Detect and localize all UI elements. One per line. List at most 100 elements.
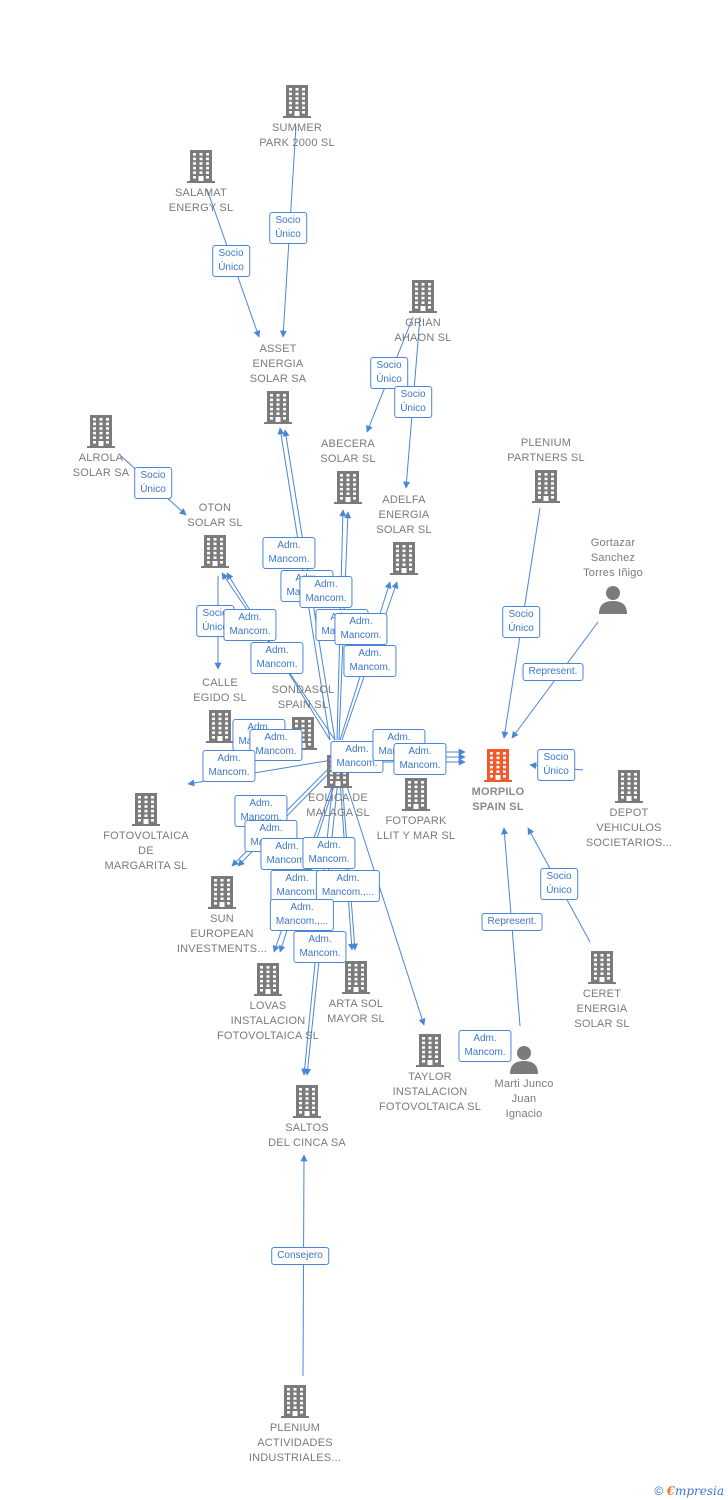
building-icon [333,470,363,504]
edge-label-adm-22[interactable]: Adm. Mancom. [293,931,347,963]
edge-label-adm-10[interactable]: Adm. Mancom. [249,729,303,761]
node-label: ALROLA SOLAR SA [72,452,130,479]
building-icon [292,1084,322,1118]
node-asset[interactable]: ASSET ENERGIA SOLAR SA [208,342,348,424]
edge-label-socio-summer[interactable]: Socio Único [269,212,307,244]
building-icon [483,748,513,782]
node-saltos[interactable]: SALTOS DEL CINCA SA [237,1084,377,1151]
node-label: CALLE EGIDO SL [193,677,247,704]
node-arta[interactable]: ARTA SOL MAYOR SL [286,960,426,1027]
building-icon [341,960,371,994]
building-icon [614,769,644,803]
edge-label-adm-11[interactable]: Adm. Mancom. [202,750,256,782]
node-label: ABECERA SOLAR SL [320,438,376,465]
edge-label-adm-8[interactable]: Adm. Mancom. [343,645,397,677]
node-label: PLENIUM PARTNERS SL [507,437,585,464]
edge-label-socio-plenium[interactable]: Socio Único [502,606,540,638]
building-icon [389,541,419,575]
node-label: ASSET ENERGIA SOLAR SA [249,343,307,385]
node-label: TAYLOR INSTALACION FOTOVOLTAICA SL [378,1071,482,1113]
edge-label-socio-depot[interactable]: Socio Único [537,749,575,781]
node-label: EOLICA DE MALAGA SL [306,792,370,819]
node-depot[interactable]: DEPOT VEHICULOS SOCIETARIOS... [559,769,699,851]
edge-label-socio-grian2[interactable]: Socio Único [394,386,432,418]
edge-label-represent-gortazar[interactable]: Represent. [522,663,584,681]
node-label: SALTOS DEL CINCA SA [268,1122,346,1149]
node-label: LOVAS INSTALACION FOTOVOLTAICA SL [216,1000,320,1042]
node-label: MORPILO SPAIN SL [471,786,525,813]
node-marti[interactable]: Marti Junco Juan Ignacio [454,1044,594,1122]
node-sun[interactable]: SUN EUROPEAN INVESTMENTS... [152,875,292,957]
node-fotopark[interactable]: FOTOPARK LLIT Y MAR SL [346,777,486,844]
building-icon [531,469,561,503]
node-label: DEPOT VEHICULOS SOCIETARIOS... [585,807,673,849]
footer-brand: © €mpresia [654,1484,724,1498]
building-icon [401,777,431,811]
building-icon [86,414,116,448]
node-adelfa[interactable]: ADELFA ENERGIA SOLAR SL [334,493,474,575]
node-plenium-partners[interactable]: PLENIUM PARTNERS SL [476,436,616,503]
person-icon [509,1044,539,1074]
node-calle[interactable]: CALLE EGIDO SL [150,676,290,743]
node-summer[interactable]: SUMMER PARK 2000 SL [227,84,367,151]
node-label: SUN EUROPEAN INVESTMENTS... [176,913,268,955]
copyright-symbol: © [654,1484,664,1498]
node-plenium-act[interactable]: PLENIUM ACTIVIDADES INDUSTRIALES... [225,1384,365,1466]
edge-line-30 [344,779,426,1026]
edge-label-socio-salamat[interactable]: Socio Único [212,245,250,277]
node-alrola[interactable]: ALROLA SOLAR SA [31,414,171,481]
building-icon [186,149,216,183]
edge-label-consejero[interactable]: Consejero [271,1247,329,1265]
edge-label-adm-21[interactable]: Adm. Mancom.,... [269,899,335,931]
edge-label-adm-7[interactable]: Adm. Mancom. [250,642,304,674]
node-fotovoltaica[interactable]: FOTOVOLTAICA DE MARGARITA SL [76,792,216,874]
node-label: OTON SOLAR SL [187,502,243,529]
node-label: Gortazar Sanchez Torres Iñigo [583,537,643,579]
edge-label-socio-grian1[interactable]: Socio Único [370,357,408,389]
edge-label-adm-marti[interactable]: Adm. Mancom. [458,1030,512,1062]
node-morpilo[interactable]: MORPILO SPAIN SL [428,748,568,815]
node-ceret[interactable]: CERET ENERGIA SOLAR SL [532,950,672,1032]
node-label: FOTOPARK LLIT Y MAR SL [376,815,456,842]
edge-label-adm-14[interactable]: Adm. Mancom. [393,743,447,775]
edge-label-adm-19[interactable]: Adm. Mancom. [270,870,324,902]
building-icon [253,962,283,996]
node-grian[interactable]: GRIAN AHAON SL [353,279,493,346]
node-label: SONDASOL SPAIN SL [271,684,335,711]
node-label: GRIAN AHAON SL [394,317,452,344]
empresia-logo: €mpresia [666,1484,724,1498]
node-abecera[interactable]: ABECERA SOLAR SL [278,437,418,504]
node-label: ADELFA ENERGIA SOLAR SL [376,494,432,536]
building-icon [131,792,161,826]
edge-label-socio-ceret[interactable]: Socio Único [540,868,578,900]
building-icon [263,390,293,424]
node-label: PLENIUM ACTIVIDADES INDUSTRIALES... [248,1422,342,1464]
node-taylor[interactable]: TAYLOR INSTALACION FOTOVOLTAICA SL [360,1033,500,1115]
node-label: SUMMER PARK 2000 SL [259,122,335,149]
building-icon [415,1033,445,1067]
building-icon [408,279,438,313]
node-salamat[interactable]: SALAMAT ENERGY SL [131,149,271,216]
edge-label-adm-6[interactable]: Adm. Mancom. [334,613,388,645]
building-icon [280,1384,310,1418]
node-label: CERET ENERGIA SOLAR SL [574,988,630,1030]
node-oton[interactable]: OTON SOLAR SL [145,501,285,568]
edge-label-adm-1[interactable]: Adm. Mancom. [262,537,316,569]
edge-label-socio-alrola[interactable]: Socio Único [134,467,172,499]
building-icon [200,534,230,568]
node-label: SALAMAT ENERGY SL [168,187,234,214]
edge-label-adm-20[interactable]: Adm. Mancom.,... [315,870,381,902]
node-label: FOTOVOLTAICA DE MARGARITA SL [103,830,189,872]
edge-label-adm-3[interactable]: Adm. Mancom. [299,576,353,608]
building-icon [282,84,312,118]
building-icon [207,875,237,909]
node-label: ARTA SOL MAYOR SL [327,998,385,1025]
building-icon [587,950,617,984]
edge-label-adm-4[interactable]: Adm. Mancom. [223,609,277,641]
edge-label-adm-18[interactable]: Adm. Mancom. [302,837,356,869]
edge-label-represent-marti[interactable]: Represent. [481,913,543,931]
node-gortazar[interactable]: Gortazar Sanchez Torres Iñigo [543,536,683,614]
node-lovas[interactable]: LOVAS INSTALACION FOTOVOLTAICA SL [198,962,338,1044]
edge-line-11 [300,1154,308,1377]
person-icon [598,584,628,614]
